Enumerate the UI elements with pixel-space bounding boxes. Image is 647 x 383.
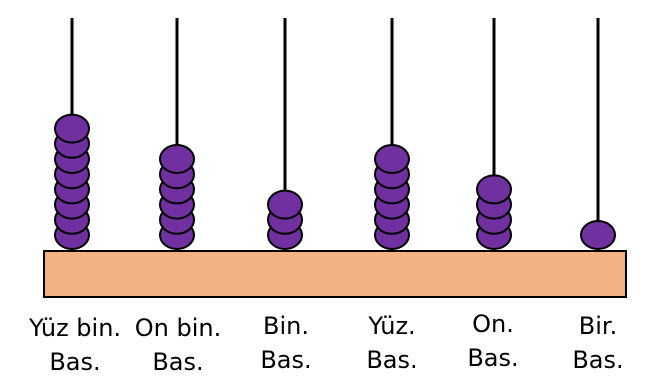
abacus-rods xyxy=(70,18,600,251)
label-line-2: Bas. xyxy=(49,348,101,376)
abacus-bead xyxy=(476,174,512,205)
label-line-1: On bin. xyxy=(134,314,222,342)
label-line-2: Bas. xyxy=(152,348,204,376)
abacus-bead xyxy=(580,220,616,250)
abacus-bead xyxy=(374,144,410,174)
label-line-2: Bas. xyxy=(260,346,312,374)
label-line-2: Bas. xyxy=(366,346,418,374)
label-hundred-thousands: Yüz bin. Bas. xyxy=(10,311,140,379)
label-thousands: Bin. Bas. xyxy=(221,309,351,377)
abacus-bead xyxy=(267,189,303,220)
label-ones: Bir. Bas. xyxy=(533,309,647,377)
label-tens: On. Bas. xyxy=(428,307,558,375)
abacus-frame xyxy=(43,250,627,298)
label-hundreds: Yüz. Bas. xyxy=(327,309,457,377)
abacus-beads xyxy=(54,113,616,250)
label-line-1: Bin. xyxy=(263,312,309,340)
abacus-bead xyxy=(159,144,195,174)
label-line-1: Yüz. xyxy=(368,312,416,340)
label-line-1: Yüz bin. xyxy=(28,314,122,342)
abacus-bead xyxy=(54,113,90,144)
label-line-2: Bas. xyxy=(467,344,519,372)
label-line-1: On. xyxy=(472,310,514,338)
label-line-2: Bas. xyxy=(572,346,624,374)
label-line-1: Bir. xyxy=(578,312,618,340)
label-ten-thousands: On bin. Bas. xyxy=(113,311,243,379)
